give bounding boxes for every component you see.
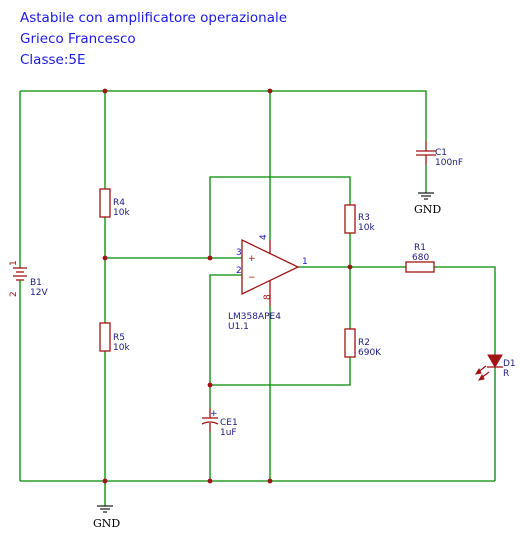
b1-ref: B1 xyxy=(30,278,42,288)
pin-4-label: 4 xyxy=(259,234,269,240)
author-name: Grieco Francesco xyxy=(20,31,136,47)
ground-label: GND xyxy=(93,517,120,530)
c1-ref: C1 xyxy=(435,148,447,158)
wires xyxy=(19,90,496,506)
r2-value: 690K xyxy=(358,348,382,358)
junction-dot xyxy=(267,88,273,94)
junctions xyxy=(102,88,353,484)
junction-dot xyxy=(102,255,108,261)
resistor-r2: R2 690K xyxy=(344,328,382,358)
r3-value: 10k xyxy=(358,223,375,233)
opamp-minus-sign: − xyxy=(248,273,256,283)
r1-ref: R1 xyxy=(414,243,426,253)
title-block: Astabile con amplificatore operazionale … xyxy=(20,8,287,71)
pin-3-label: 3 xyxy=(236,248,242,258)
resistor-r3: R3 10k xyxy=(344,204,375,234)
junction-dot xyxy=(102,88,108,94)
junction-dot xyxy=(207,382,213,388)
pin-1-label: 1 xyxy=(302,257,308,267)
wire-inv-input xyxy=(209,274,242,408)
wire-r2-bottom xyxy=(210,357,351,386)
opamp-u1: + − 3 2 1 4 8 LM358APE4 U1.1 xyxy=(228,234,308,332)
junction-dot xyxy=(207,255,213,261)
opamp-partnumber: LM358APE4 xyxy=(228,312,281,322)
pin-2-label: 2 xyxy=(236,266,242,276)
resistor-r5: R5 10k xyxy=(99,322,130,353)
b1-pin-pos: 1 xyxy=(9,260,19,266)
schematic-title: Astabile con amplificatore operazionale xyxy=(20,10,288,26)
junction-dot xyxy=(207,478,213,484)
d1-ref: D1 xyxy=(503,359,516,369)
ce1-value: 1uF xyxy=(220,428,237,438)
ground-symbol-main: GND xyxy=(93,505,120,530)
class-label: Classe:5E xyxy=(20,52,86,68)
r5-value: 10k xyxy=(113,343,130,353)
junction-dot xyxy=(267,478,273,484)
r5-ref: R5 xyxy=(113,333,125,343)
opamp-plus-sign: + xyxy=(248,254,256,264)
r4-ref: R4 xyxy=(113,198,125,208)
c1-value: 100nF xyxy=(435,158,463,168)
ce1-plus-sign: + xyxy=(210,409,218,419)
junction-dot xyxy=(102,478,108,484)
junction-dot xyxy=(347,264,353,270)
wire-r1-led xyxy=(434,266,496,355)
wire-top-rail xyxy=(20,90,427,141)
r3-ref: R3 xyxy=(358,213,370,223)
b1-pin-neg: 2 xyxy=(9,291,19,297)
r2-ref: R2 xyxy=(358,338,370,348)
r4-value: 10k xyxy=(113,208,130,218)
ground-symbol-c1: GND xyxy=(414,192,441,216)
r1-value: 680 xyxy=(412,253,429,263)
battery-b1: 1 2 B1 12V xyxy=(9,255,48,298)
ce1-ref: CE1 xyxy=(220,418,238,428)
d1-value: R xyxy=(503,369,509,379)
resistor-r4: R4 10k xyxy=(99,188,130,218)
led-d1: D1 R xyxy=(474,354,516,381)
capacitor-ce1: + CE1 1uF xyxy=(201,408,238,438)
opamp-ref: U1.1 xyxy=(228,322,249,332)
resistor-r1: R1 680 xyxy=(405,243,435,273)
wire-feedback-top xyxy=(209,176,351,258)
ground-label: GND xyxy=(414,203,441,216)
pin-8-label: 8 xyxy=(263,294,273,300)
capacitor-c1: C1 100nF xyxy=(416,141,463,168)
b1-value: 12V xyxy=(30,288,48,298)
